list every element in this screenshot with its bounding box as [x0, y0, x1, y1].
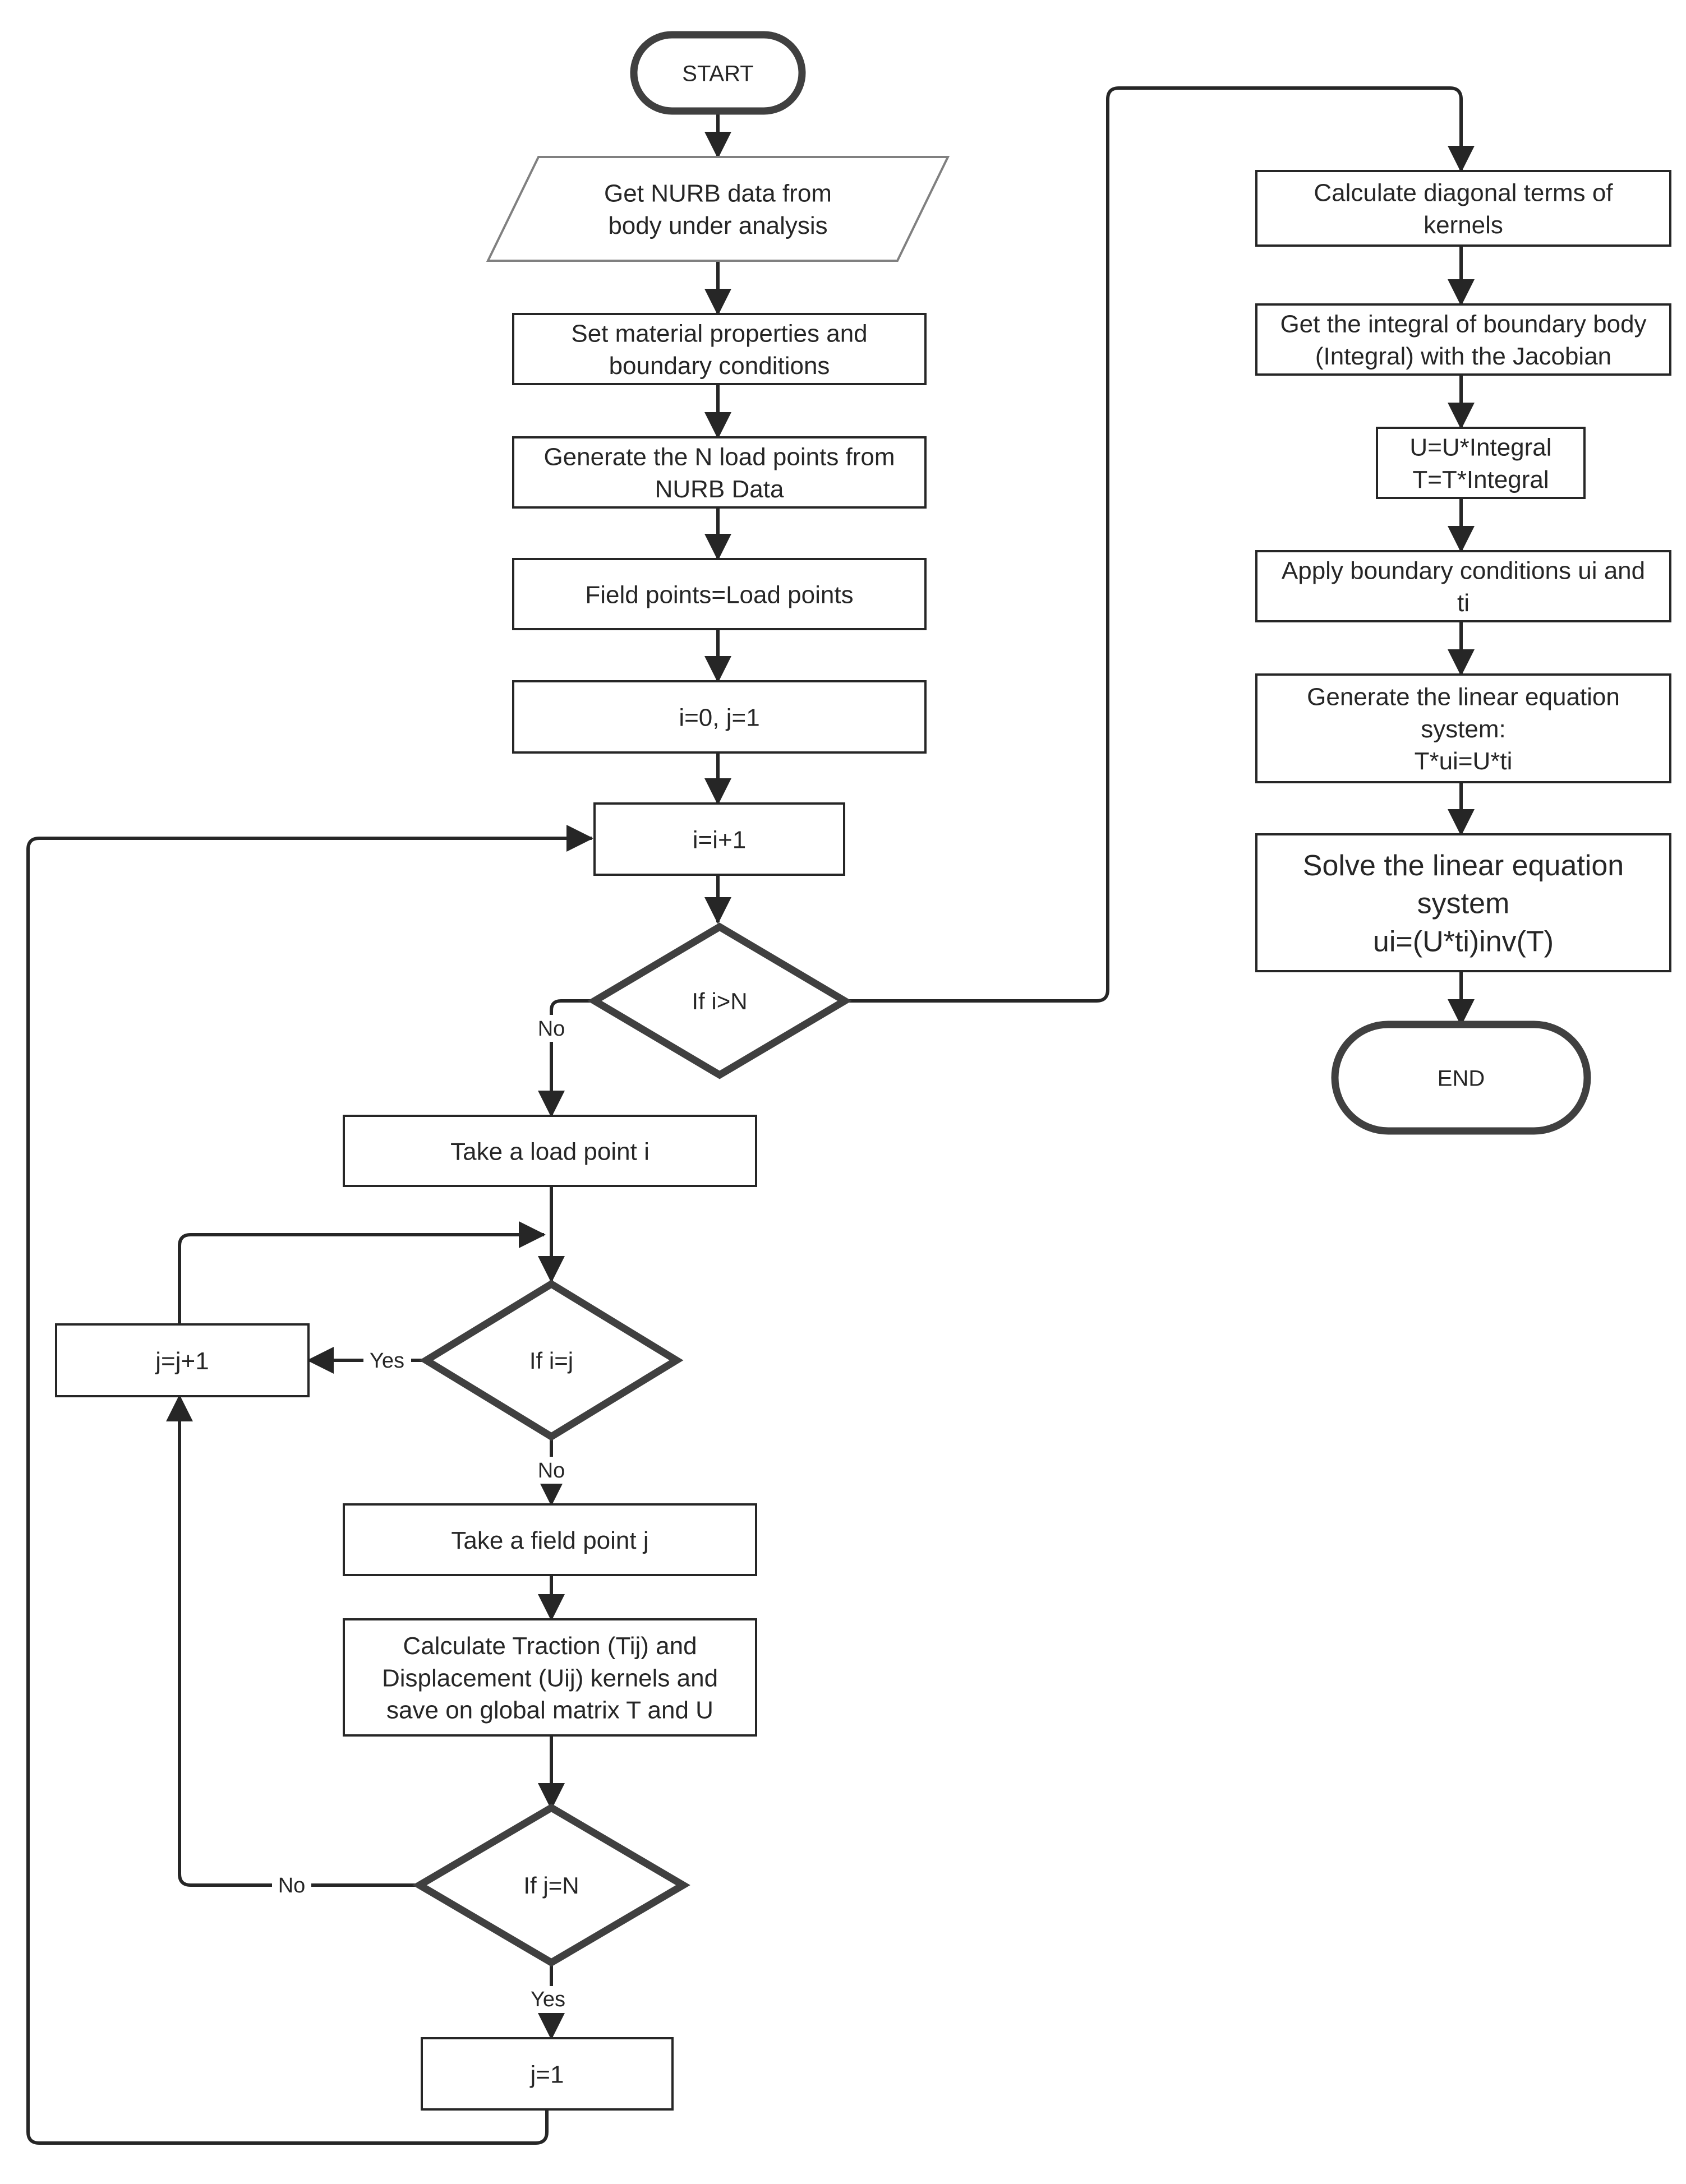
flowchart-nodes: START Get NURB data from body under analys…	[55, 31, 1671, 2111]
node-solve-system: Solve the linear equation system ui=(U*ti)…	[1255, 833, 1671, 972]
node-label-line: j=1	[529, 2061, 564, 2088]
node-get-integral: Get the integral of boundary body (Integr…	[1255, 303, 1671, 376]
node-label-line: save on global matrix T and U	[386, 1697, 713, 1724]
node-label-line: Calculate diagonal terms of	[1314, 179, 1613, 207]
node-end: END	[1331, 1021, 1591, 1135]
node-label-line: system	[1417, 888, 1510, 920]
data-parallelogram	[486, 156, 950, 262]
process-box	[1376, 427, 1586, 499]
node-label-line: T=T*Integral	[1412, 466, 1549, 493]
process-box	[512, 558, 927, 630]
node-label-line: Get the integral of boundary body	[1280, 311, 1646, 338]
node-label-line: ui=(U*ti)inv(T)	[1373, 925, 1554, 958]
process-box	[512, 436, 927, 509]
process-box	[421, 2037, 674, 2111]
node-calc-kernels: Calculate Traction (Tij) andDisplacement…	[343, 1618, 757, 1737]
node-label-line: boundary conditions	[609, 352, 830, 380]
node-calc-diagonal: Calculate diagonal terms of kernels	[1255, 170, 1671, 247]
connector-reset-j-loop	[26, 825, 593, 2145]
node-label-line: Calculate Traction (Tij) and	[403, 1632, 697, 1660]
node-label-line: START	[682, 61, 753, 86]
node-label-line: j=j+1	[154, 1347, 209, 1375]
edge-labels: No Yes No No Yes	[272, 1015, 575, 2013]
node-label-line: Get NURB data from	[604, 180, 832, 207]
node-apply-bc: Apply boundary conditions ui and ti	[1255, 550, 1671, 622]
node-generate-linear-system: Generate the linear equation system: T*ui=…	[1255, 673, 1671, 783]
node-take-load-point: Take a load point i	[343, 1115, 757, 1187]
node-label-line: Set material properties and	[571, 320, 867, 348]
node-label-line: Apply boundary conditions ui and	[1282, 557, 1645, 585]
node-label-line: system:	[1421, 715, 1506, 743]
process-box	[512, 680, 927, 754]
process-box	[343, 1618, 757, 1737]
process-box	[343, 1503, 757, 1576]
connector-if-i-gt-n-yes	[844, 86, 1475, 1003]
node-inc-j: j=j+1	[55, 1323, 310, 1397]
edge-label-j-eq-n-no: No	[278, 1874, 306, 1897]
node-start: START	[630, 31, 806, 115]
node-label-line: Generate the linear equation	[1307, 684, 1620, 711]
node-if-i-eq-j: If i=j	[419, 1280, 684, 1441]
decision-diamond	[419, 1280, 684, 1441]
decision-diamond	[587, 922, 852, 1079]
process-box	[343, 1115, 757, 1187]
node-label-line: Solve the linear equation	[1303, 849, 1624, 882]
process-box	[1255, 170, 1671, 247]
edge-label-i-eq-j-yes: Yes	[370, 1349, 404, 1373]
node-label-line: (Integral) with the Jacobian	[1315, 343, 1611, 370]
node-label-line: END	[1438, 1066, 1485, 1091]
node-reset-j: j=1	[421, 2037, 674, 2111]
node-label-line: kernels	[1424, 211, 1503, 239]
node-label-line: Take a field point j	[451, 1527, 648, 1554]
terminator-shape	[1331, 1021, 1591, 1135]
connector-inc-j-loop	[178, 1221, 546, 1324]
node-inc-i: i=i+1	[593, 802, 845, 876]
connector-if-i-gt-n-no	[538, 999, 595, 1118]
node-label-line: body under analysis	[608, 212, 827, 239]
node-label-line: Field points=Load points	[585, 581, 853, 608]
node-label-line: If j=N	[523, 1872, 579, 1899]
process-box	[1255, 833, 1671, 972]
edge-label-i-eq-j-no: No	[538, 1459, 565, 1483]
node-label-line: If i=j	[529, 1347, 573, 1374]
process-box	[512, 313, 927, 385]
node-init-ij: i=0, j=1	[512, 680, 927, 754]
node-label-line: Displacement (Uij) kernels and	[382, 1664, 718, 1692]
process-box	[593, 802, 845, 876]
connector-if-j-eq-n-no	[166, 1395, 420, 1887]
node-label-line: NURB Data	[655, 475, 784, 503]
node-label-line: Take a load point i	[450, 1138, 649, 1165]
process-box	[1255, 550, 1671, 622]
decision-diamond	[412, 1803, 690, 1967]
node-if-i-gt-n: If i>N	[587, 922, 852, 1079]
node-take-field-point: Take a field point j	[343, 1503, 757, 1576]
edge-label-i-gt-n-no: No	[538, 1017, 565, 1041]
node-if-j-eq-n: If j=N	[412, 1803, 690, 1967]
node-get-nurb: Get NURB data from body under analysis	[486, 156, 950, 262]
process-box	[1255, 673, 1671, 783]
node-label-line: If i>N	[692, 988, 747, 1014]
process-box	[1255, 303, 1671, 376]
node-label-line: i=0, j=1	[679, 704, 759, 731]
terminator-shape	[630, 31, 806, 115]
node-label-line: T*ui=U*ti	[1415, 747, 1513, 775]
node-label-line: U=U*Integral	[1409, 434, 1551, 461]
process-box	[55, 1323, 310, 1397]
node-set-material: Set material properties and boundary cond…	[512, 313, 927, 385]
node-label-line: Generate the N load points from	[543, 444, 895, 471]
node-label-line: i=i+1	[693, 826, 746, 853]
node-label-line: ti	[1457, 589, 1470, 617]
edge-label-j-eq-n-yes: Yes	[531, 1988, 565, 2011]
node-field-points: Field points=Load points	[512, 558, 927, 630]
